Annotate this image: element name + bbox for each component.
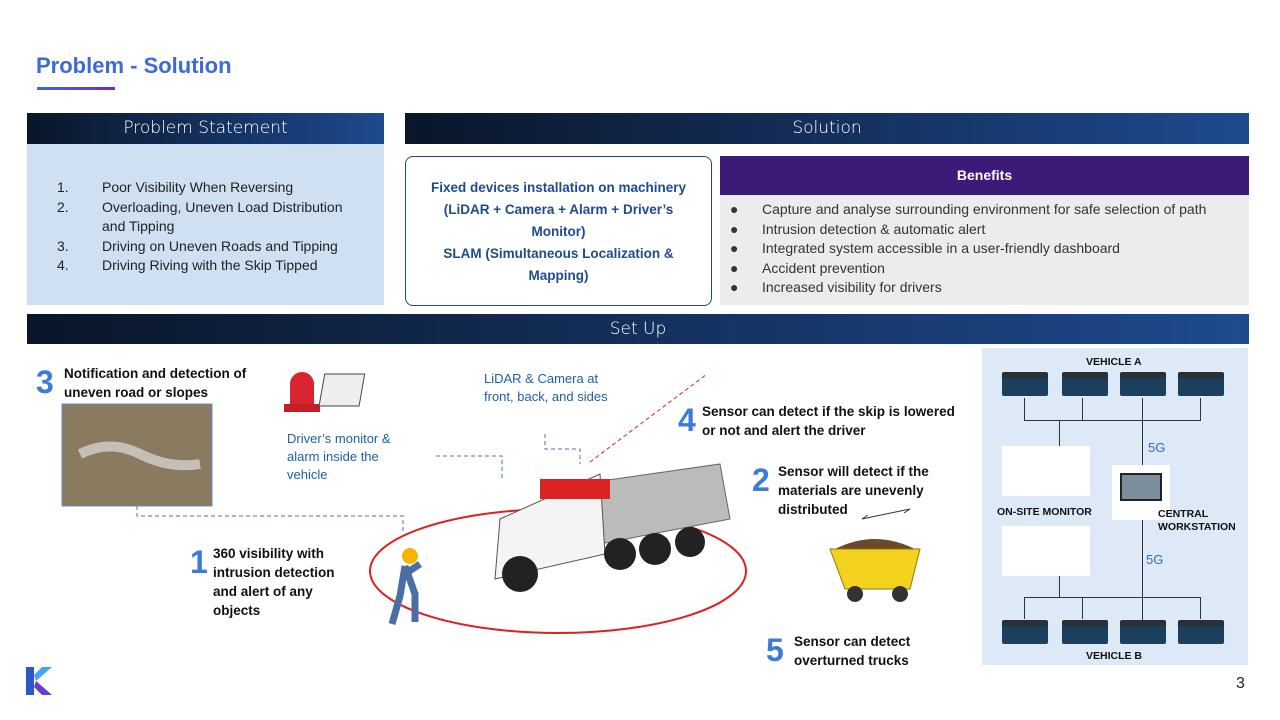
page-number: 3	[1236, 675, 1245, 692]
workstation-icon	[1112, 465, 1170, 520]
callout-number: 5	[766, 632, 784, 668]
callout-1: 1 360 visibility with intrusion detectio…	[190, 544, 340, 620]
vehicle-a-label: VEHICLE A	[1086, 356, 1142, 368]
sensor-device-icon	[1062, 372, 1108, 396]
sensor-device-icon	[1120, 620, 1166, 644]
dump-truck-image	[494, 463, 731, 592]
solution-line: Monitor)	[531, 224, 586, 239]
problem-item: 1. Poor Visibility When Reversing	[57, 178, 384, 198]
item-number: 4.	[57, 257, 69, 273]
loaded-skip-icon	[829, 508, 921, 602]
sensor-device-icon	[1178, 372, 1224, 396]
callout-text: Sensor can detect overturned trucks	[794, 634, 911, 668]
problem-list: 1. Poor Visibility When Reversing 2. Overl…	[27, 144, 384, 305]
callout-text: Sensor will detect if the materials are …	[778, 464, 929, 517]
solution-line: Fixed devices installation on machinery	[430, 180, 687, 195]
item-number: 3.	[57, 237, 69, 254]
benefit-item: ●Integrated system accessible in a user-…	[730, 240, 1120, 256]
solution-line: (LiDAR + Camera + Alarm + Driver’s	[443, 202, 674, 217]
callout-number: 3	[36, 364, 54, 400]
sensor-device-icon	[1178, 620, 1224, 644]
callout-2: 2 Sensor will detect if the materials ar…	[752, 462, 942, 519]
item-text: Poor Visibility When Reversing	[102, 179, 294, 195]
link-label: 5G	[1148, 440, 1166, 455]
problem-item: 4. Driving Riving with the Skip Tipped	[57, 256, 384, 276]
item-text: Driving on Uneven Roads and Tipping	[102, 237, 338, 254]
benefits-header: Benefits	[720, 156, 1249, 195]
solution-line: SLAM (Simultaneous Localization &	[443, 246, 674, 261]
item-number: 1.	[57, 179, 69, 195]
sensor-device-icon	[1002, 372, 1048, 396]
page-title: Problem - Solution	[36, 53, 232, 78]
callout-4: 4 Sensor can detect if the skip is lower…	[678, 402, 968, 440]
benefit-item: ●Capture and analyse surrounding environ…	[730, 201, 1207, 217]
sensor-device-icon	[1120, 372, 1166, 396]
link-label: 5G	[1146, 552, 1164, 567]
callout-number: 4	[678, 402, 696, 438]
solution-header: Solution	[405, 113, 1249, 144]
solution-line: Mapping)	[528, 268, 589, 283]
network-diagram: VEHICLE A 5G ON-SITE MONITOR CENTRAL WOR…	[982, 348, 1248, 665]
benefit-item: ●Increased visibility for drivers	[730, 279, 942, 295]
title-underline	[37, 87, 115, 90]
problem-item: 2. Overloading, Uneven Load Distribution …	[57, 198, 384, 237]
sensor-device-icon	[1062, 620, 1108, 644]
worker-icon	[388, 548, 422, 625]
benefit-item: ●Accident prevention	[730, 259, 885, 276]
callout-number: 1	[190, 544, 208, 580]
item-text: Overloading, Uneven Load Distribution an…	[102, 198, 343, 235]
monitor-note: Driver’s monitor & alarm inside the vehi…	[287, 431, 391, 482]
solution-box: Fixed devices installation on machinery …	[405, 156, 712, 306]
callout-text: Notification and detection of uneven roa…	[64, 366, 247, 400]
callout-number: 2	[752, 462, 770, 498]
problem-header: Problem Statement	[27, 113, 384, 144]
item-text: Driving Riving with the Skip Tipped	[102, 257, 318, 273]
alarm-monitor-icon	[284, 372, 366, 412]
benefits-list: ●Capture and analyse surrounding environ…	[720, 195, 1249, 305]
setup-illustration	[61, 372, 921, 634]
onsite-monitor-icon	[1002, 446, 1090, 496]
central-label: CENTRAL WORKSTATION	[1158, 508, 1236, 533]
callout-5: 5 Sensor can detect overturned trucks	[766, 632, 926, 670]
benefit-item: ●Intrusion detection & automatic alert	[730, 220, 986, 237]
problem-item: 3. Driving on Uneven Roads and Tipping	[57, 237, 384, 257]
callout-text: 360 visibility with intrusion detection …	[213, 546, 335, 618]
sensor-device-icon	[1002, 620, 1048, 644]
onsite-label: ON-SITE MONITOR	[997, 506, 1092, 518]
callout-text: Sensor can detect if the skip is lowered…	[702, 404, 955, 438]
onsite-monitor-icon	[1002, 526, 1090, 576]
item-number: 2.	[57, 198, 69, 215]
vehicle-b-label: VEHICLE B	[1086, 650, 1143, 662]
setup-header: Set Up	[27, 314, 1249, 344]
company-logo-icon	[26, 667, 52, 695]
callout-3: 3 Notification and detection of uneven r…	[36, 364, 266, 402]
lidar-note: LiDAR & Camera at front, back, and sides	[484, 371, 608, 404]
